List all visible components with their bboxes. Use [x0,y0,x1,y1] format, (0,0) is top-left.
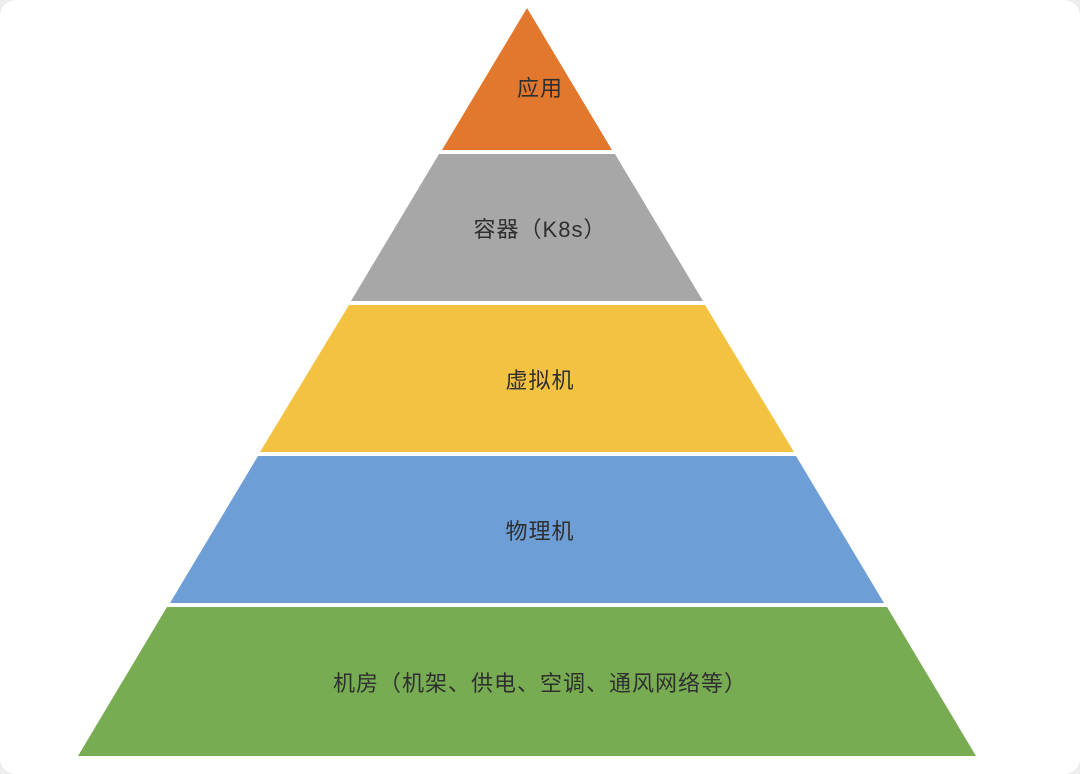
pyramid-layer-container-k8s: 容器（K8s） [351,154,703,301]
layer-label-virtual-machine: 虚拟机 [505,367,575,393]
pyramid-layer-datacenter: 机房（机架、供电、空调、通风网络等） [78,607,976,756]
layer-label-application: 应用 [516,76,563,101]
layer-label-datacenter: 机房（机架、供电、空调、通风网络等） [332,670,747,696]
pyramid-layer-virtual-machine: 虚拟机 [260,305,794,452]
layer-label-physical-machine: 物理机 [505,518,575,544]
pyramid-layer-application: 应用 [442,8,612,150]
pyramid-layer-physical-machine: 物理机 [170,456,884,603]
layer-label-container-k8s: 容器（K8s） [473,216,607,242]
